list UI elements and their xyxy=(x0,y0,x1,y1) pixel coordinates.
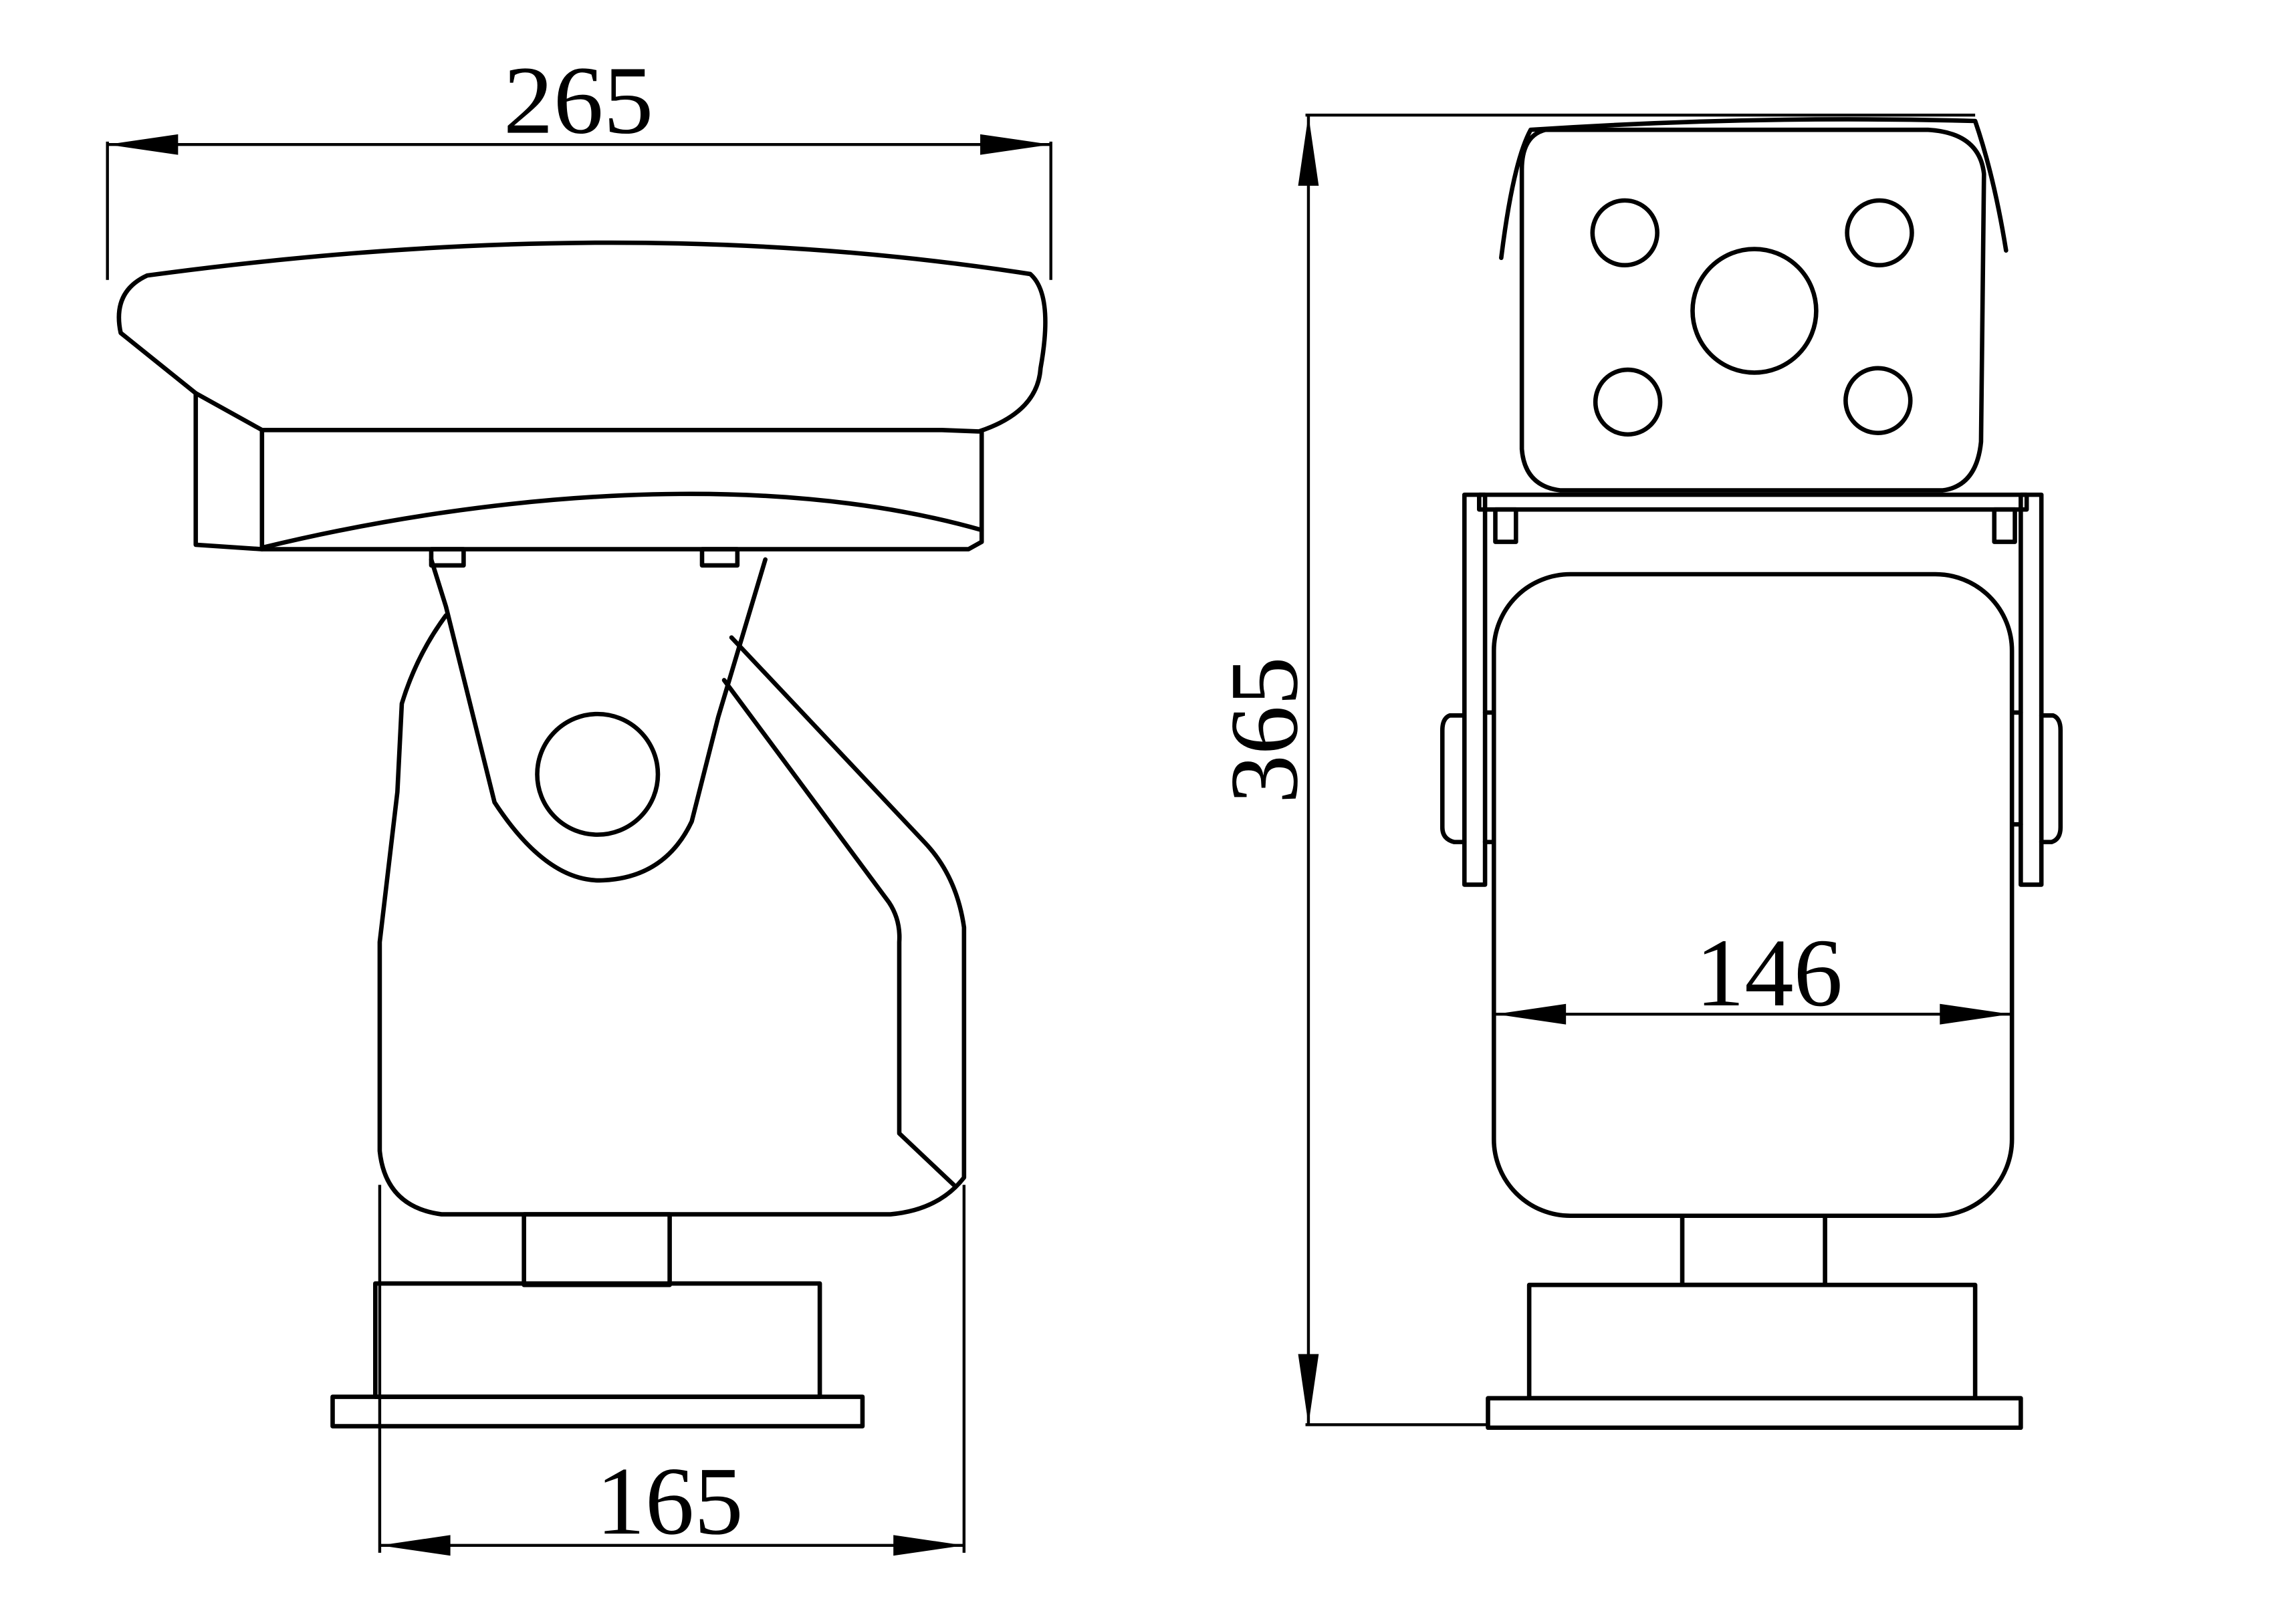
side-housing-curve xyxy=(259,491,984,550)
side-body-outline xyxy=(377,613,967,1217)
front-yoke-arm-left xyxy=(1462,492,1488,887)
front-mount-tab-left xyxy=(1493,507,1518,544)
front-mount-tab-right xyxy=(1992,507,2017,544)
side-shaft xyxy=(522,1212,672,1287)
front-ir-led-top-right xyxy=(1845,198,1914,268)
dim-top-width: 265 xyxy=(106,47,1052,280)
side-base-plate xyxy=(330,1394,865,1429)
dim-label-top-width: 265 xyxy=(503,47,654,154)
dim-arrow-left xyxy=(107,134,179,155)
front-pivot-cap-left xyxy=(1440,713,1467,844)
dim-total-height: 365 xyxy=(1211,113,1976,1427)
dim-arrow-right xyxy=(980,134,1051,155)
front-base xyxy=(1526,1282,1978,1401)
front-sunshield xyxy=(1499,117,2008,261)
side-view xyxy=(116,240,1048,1429)
front-lens xyxy=(1690,247,1819,375)
dim-arrow-left xyxy=(1495,1003,1567,1025)
front-ir-led-top-left xyxy=(1590,198,1659,268)
side-housing-cap xyxy=(116,240,1048,434)
dim-label-total-height: 365 xyxy=(1211,656,1318,803)
front-ir-led-bottom-right xyxy=(1843,366,1913,435)
side-body-inner-contour xyxy=(721,678,956,1187)
front-yoke-arm-right xyxy=(2019,492,2044,887)
front-mount-plate xyxy=(1476,492,2029,512)
dim-label-base-width: 165 xyxy=(596,1448,743,1555)
side-bolt-left xyxy=(429,547,466,568)
dim-arrow-right xyxy=(893,1535,964,1556)
front-ir-led-bottom-left xyxy=(1593,367,1663,437)
dim-arrow-left xyxy=(379,1535,451,1556)
front-shaft xyxy=(1680,1213,1827,1287)
dim-body-width: 146 xyxy=(1495,920,2011,1027)
side-yoke-arm xyxy=(429,557,768,883)
dim-base-width: 165 xyxy=(378,1185,966,1556)
dim-label-body-width: 146 xyxy=(1696,920,1843,1027)
front-base-plate xyxy=(1486,1396,2023,1431)
dim-arrow-down xyxy=(1298,1354,1319,1425)
front-camera-plate xyxy=(1519,127,1986,493)
front-pivot-cap-right xyxy=(2039,713,2063,844)
side-bolt-right xyxy=(699,547,740,568)
front-body xyxy=(1491,572,2015,1219)
dim-arrow-right xyxy=(1940,1003,2011,1025)
front-view xyxy=(1440,117,2063,1431)
side-housing-body xyxy=(193,390,984,551)
side-tilt-pivot xyxy=(535,711,661,837)
side-base xyxy=(373,1281,822,1399)
dim-arrow-up xyxy=(1298,115,1319,186)
